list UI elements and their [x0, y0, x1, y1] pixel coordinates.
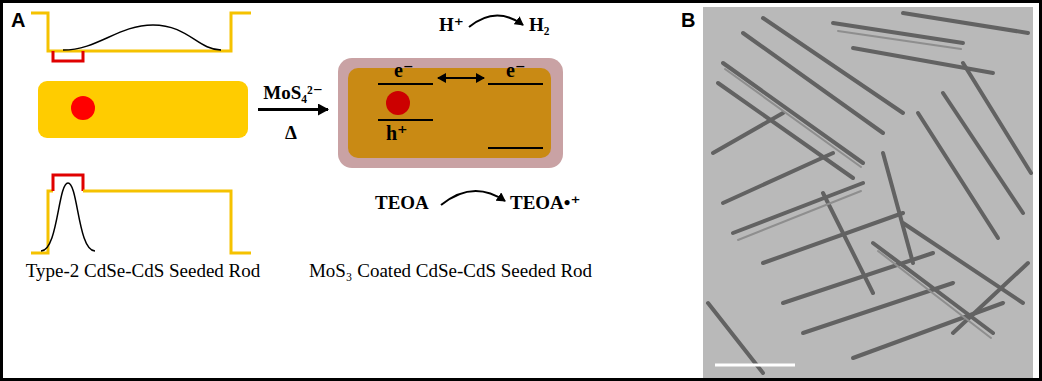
species-label: TEOA•⁺	[510, 193, 581, 214]
caption: Type-2 CdSe-CdS Seeded Rod	[3, 261, 283, 282]
tem-image	[703, 7, 1033, 378]
electron-label: e⁻	[506, 59, 525, 81]
coated-rod: MoS₃ Coated CdSe-CdS Seeded Rode⁻h⁺e⁻	[338, 58, 563, 168]
seeded-rod: Type-2 CdSe-CdS Seeded Rod	[38, 81, 248, 138]
heat-symbol: Δ	[285, 123, 297, 144]
species-label: H₂	[529, 15, 549, 36]
caption: MoS₃ Coated CdSe-CdS Seeded Rod	[288, 261, 613, 282]
scale-bar	[715, 364, 795, 367]
panel-letter: A	[11, 9, 25, 31]
band-diagram-top	[31, 13, 251, 61]
reduction-arrow	[469, 15, 523, 27]
edge-label: MoS₄²⁻	[261, 83, 324, 104]
electron-label: e⁻	[394, 59, 413, 81]
species-label: H⁺	[439, 15, 464, 36]
species-label: TEOA	[375, 193, 429, 214]
panel-letter: B	[681, 9, 695, 31]
reaction-arrow	[258, 108, 328, 111]
rod-detail	[38, 81, 248, 138]
band-diagram-bottom	[31, 175, 251, 253]
rod-detail	[338, 58, 563, 168]
oxidation-arrow	[441, 191, 505, 205]
hole-label: h⁺	[386, 122, 408, 144]
